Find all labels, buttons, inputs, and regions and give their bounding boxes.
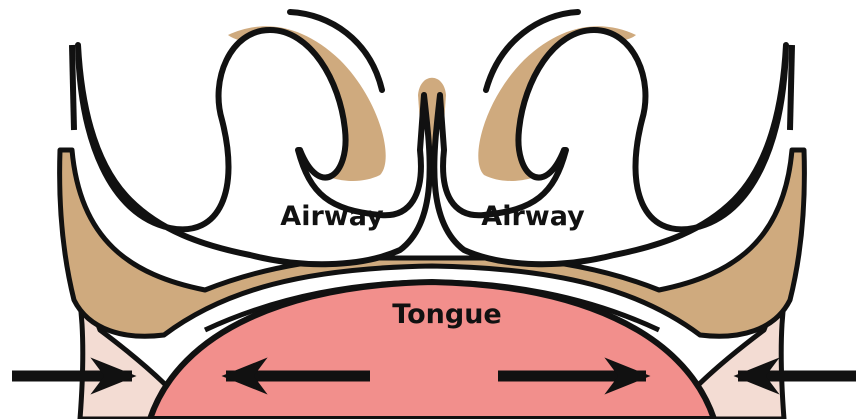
airway-label-right: Airway [481, 201, 585, 232]
right-outer-rim [790, 45, 792, 130]
tongue-label: Tongue [392, 299, 501, 330]
airway-label-left: Airway [280, 201, 384, 232]
left-outer-rim [72, 45, 74, 130]
